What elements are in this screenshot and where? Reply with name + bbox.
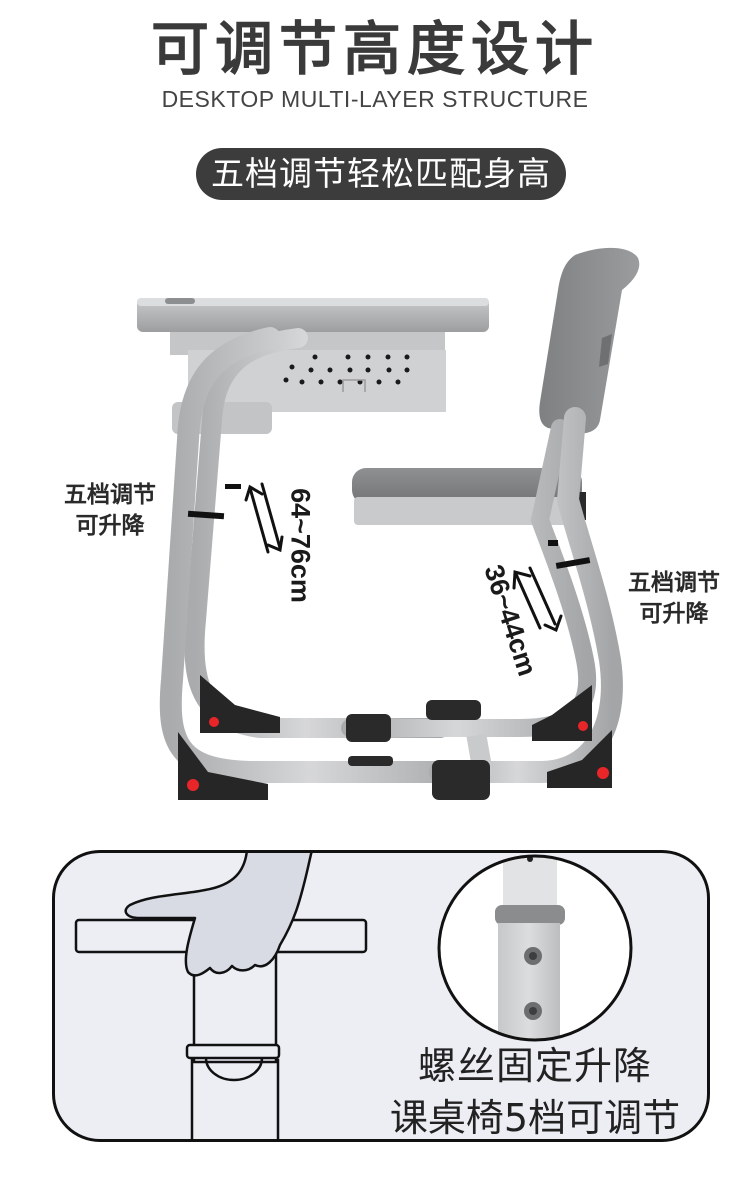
hand-icon	[124, 853, 313, 977]
chair-height-arrow-icon	[512, 566, 563, 633]
desk-height-range: 64~76cm	[285, 488, 316, 603]
chair-adjust-label-line1: 五档调节	[628, 570, 720, 596]
panel-caption: 螺丝固定升降 课桌椅5档可调节	[360, 1040, 710, 1144]
desk-adjust-label-line2: 可升降	[75, 513, 145, 539]
caption-line1: 螺丝固定升降	[417, 1044, 652, 1088]
desk-chair-illustration	[137, 247, 640, 800]
frame-foot-caps	[178, 675, 612, 800]
desk-adjust-label: 五档调节 可升降	[50, 480, 170, 542]
chair-seat	[352, 468, 586, 525]
desk-adjust-label-line1: 五档调节	[64, 482, 156, 508]
screw-detail-panel	[52, 850, 710, 1142]
hand-adjust-illustration	[74, 853, 368, 1139]
page-subtitle: DESKTOP MULTI-LAYER STRUCTURE	[161, 86, 589, 112]
caption-line2: 课桌椅5档可调节	[389, 1096, 681, 1140]
desk-height-arrow-icon	[244, 482, 284, 554]
page-title: 可调节高度设计	[150, 15, 599, 83]
chair-adjust-label-line2: 可升降	[639, 601, 709, 627]
chair-back	[539, 247, 640, 434]
chair-adjust-label: 五档调节 可升降	[614, 568, 734, 630]
feature-badge: 五档调节轻松匹配身高	[196, 148, 566, 200]
screw-closeup	[437, 854, 633, 1042]
red-foot-dot	[209, 717, 219, 727]
desk-top	[137, 298, 489, 332]
